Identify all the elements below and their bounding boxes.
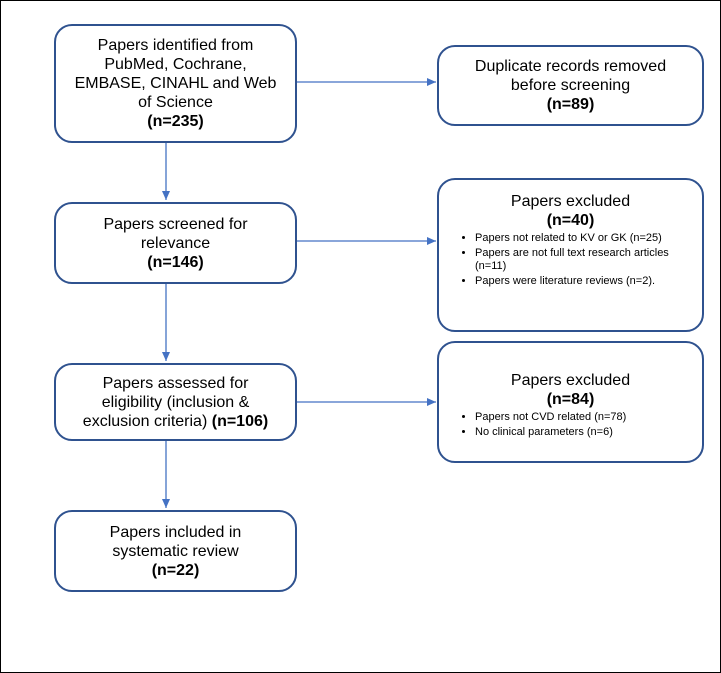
included-line1: Papers included in [109,523,242,541]
excluded1-reason: Papers are not full text research articl… [475,247,696,273]
box-identified: Papers identified from PubMed, Cochrane,… [54,24,297,143]
screened-line2: relevance [140,234,211,252]
box-assessed: Papers assessed for eligibility (inclusi… [54,363,297,441]
duplicates-line2: before screening [510,77,631,94]
identified-line3: EMBASE, CINAHL and Web [74,75,277,92]
box-screened: Papers screened for relevance (n=146) [54,202,297,284]
excluded1-title: Papers excluded [510,193,631,210]
duplicates-line1: Duplicate records removed [474,58,667,75]
excluded1-reason: Papers were literature reviews (n=2). [475,275,696,288]
excluded1-reasons: Papers not related to KV or GK (n=25) Pa… [439,232,702,288]
excluded1-reason: Papers not related to KV or GK (n=25) [475,232,696,245]
assessed-count: (n=106) [211,412,269,430]
assessed-line1: Papers assessed for [102,374,249,392]
assessed-line2: eligibility (inclusion & [101,393,250,411]
box-included: Papers included in systematic review (n=… [54,510,297,592]
assessed-line3: exclusion criteria) [82,412,208,430]
box-duplicates: Duplicate records removed before screeni… [437,45,704,126]
included-count: (n=22) [151,561,200,579]
identified-line1: Papers identified from [97,37,254,54]
duplicates-count: (n=89) [546,96,595,113]
included-line2: systematic review [112,542,239,560]
excluded2-title: Papers excluded [510,372,631,389]
box-excluded-eligibility: Papers excluded (n=84) Papers not CVD re… [437,341,704,463]
screened-line1: Papers screened for [103,215,248,233]
excluded2-reason: Papers not CVD related (n=78) [475,411,696,424]
identified-line4: of Science [138,94,213,111]
box-excluded-screening: Papers excluded (n=40) Papers not relate… [437,178,704,332]
excluded2-count: (n=84) [546,391,595,408]
identified-count: (n=235) [147,113,204,130]
excluded2-reasons: Papers not CVD related (n=78) No clinica… [439,411,702,439]
excluded2-reason: No clinical parameters (n=6) [475,426,696,439]
screened-count: (n=146) [147,253,204,271]
identified-line2: PubMed, Cochrane, [104,56,247,73]
excluded1-count: (n=40) [546,212,595,229]
